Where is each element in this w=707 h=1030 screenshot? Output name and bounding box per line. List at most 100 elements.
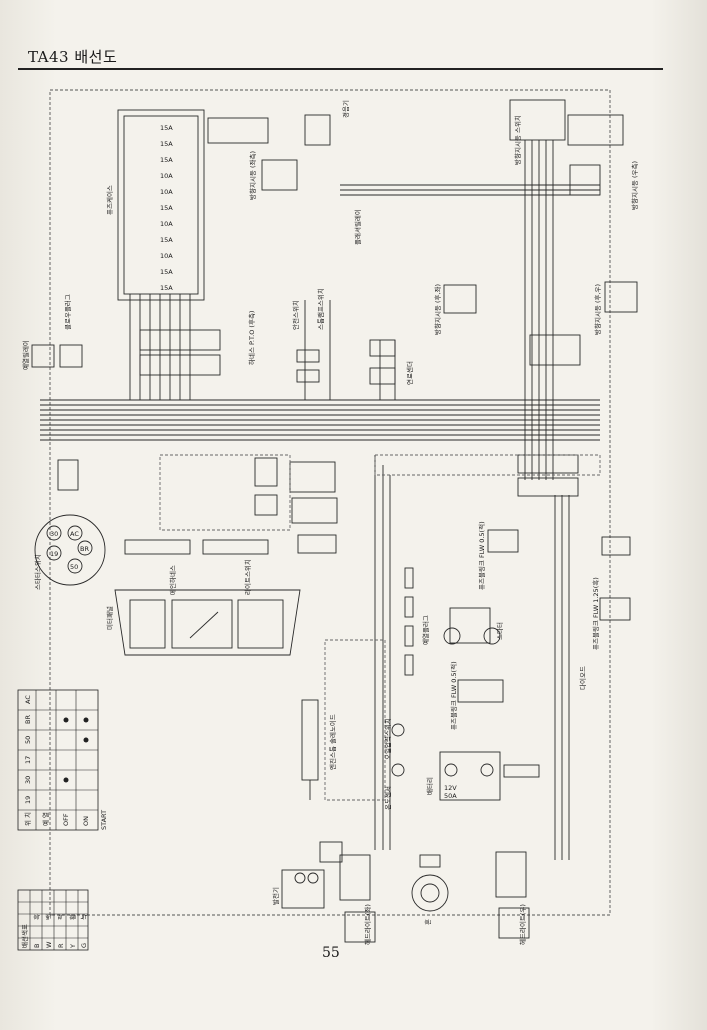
safety-switch-label: 안전스위치 (291, 300, 300, 330)
battery-capacity: 50A (444, 792, 457, 800)
rear-lamp-left-label: 방향지시등 (후,좌) (433, 284, 442, 335)
lower-right-harness (374, 455, 570, 860)
fuse-value: 15A (160, 268, 173, 276)
svg-text:배선색표: 배선색표 (20, 924, 29, 948)
page-title: TA43 배선도 (28, 48, 118, 66)
svg-text:G: G (80, 943, 88, 948)
horn-bottom-label: 혼 (423, 919, 432, 925)
flasher-relay-box (59, 344, 83, 368)
pto-switch-connector (369, 339, 396, 357)
svg-text:30: 30 (24, 776, 32, 784)
svg-text:AC: AC (70, 530, 79, 538)
battery-voltage: 12V (444, 784, 457, 792)
right-harness (524, 140, 554, 480)
bottom-connector-b (503, 764, 540, 778)
fuse-box-wires (129, 294, 191, 400)
brake-switch-label: 스톱램프스위치 (316, 288, 325, 330)
temp-sensor-label: 온도센서 (383, 786, 392, 810)
svg-text:흑: 흑 (32, 914, 41, 920)
front-lamp-left-body (207, 117, 269, 144)
headlight-right-lamp (498, 907, 530, 939)
diagram-frame (49, 89, 611, 916)
meter-gauge-left (129, 599, 166, 649)
headlight-right-connector (495, 851, 527, 898)
combi-switch-label: 방향지시등 스위치 (513, 115, 522, 165)
headlight-left-lamp (344, 911, 376, 943)
svg-text:19: 19 (50, 550, 58, 558)
starter-switch-terminals: 30 19 AC BR 50 (50, 530, 89, 571)
svg-text:B: B (33, 944, 41, 948)
glow-plugs (404, 567, 414, 676)
fuse-value: 10A (160, 252, 173, 260)
starter-switch-connector (57, 459, 79, 491)
glow-relay-box (31, 344, 55, 368)
center-connector-a (254, 457, 278, 487)
svg-text:BR: BR (80, 545, 89, 553)
meter-panel-outline (114, 589, 301, 656)
meter-gauge-right (237, 599, 284, 649)
fuse-connector-b (139, 354, 221, 376)
glow-relay-label: 클로우플러그 (63, 294, 72, 330)
engine-stop-label: 엔진스톱 솔레노이드 (328, 714, 337, 770)
center-connector-c (291, 497, 338, 524)
svg-text:R: R (57, 943, 65, 948)
rear-lamp-left (443, 284, 477, 314)
fuse-value: 15A (160, 204, 173, 212)
main-harness-bundle (40, 399, 600, 441)
fuse-value: 15A (160, 124, 173, 132)
starter-switch-label: 스타터스위치 (33, 554, 42, 590)
horn-body (411, 874, 449, 912)
headlight-left-connector (339, 854, 371, 901)
headlight-right-label: 헤드라이트(우) (518, 904, 527, 945)
right-connector-pair-a (529, 334, 581, 366)
svg-text:50: 50 (70, 563, 78, 571)
horn-label: 경음기 (341, 100, 350, 118)
svg-text:30: 30 (50, 530, 58, 538)
fuse-link-a (487, 529, 519, 553)
meter-gauge-center (171, 599, 233, 649)
fuse-value: 10A (160, 172, 173, 180)
meter-connector-b (202, 539, 269, 555)
oil-pressure-sensor (391, 723, 405, 737)
svg-text:17: 17 (24, 756, 32, 764)
starter-switch-body (34, 514, 106, 586)
svg-text:ON: ON (82, 816, 90, 826)
svg-text:50: 50 (24, 736, 32, 744)
meter-panel-label: 미터패널 (105, 606, 114, 630)
flasher-relay-label: 플래셔릴레이 (353, 209, 362, 245)
svg-text:녹: 녹 (80, 914, 88, 920)
fuse-value: 15A (160, 156, 173, 164)
temperature-sensor (391, 763, 405, 777)
glow-relay-side-label: 예열릴레이 (21, 340, 30, 370)
svg-text:Y: Y (69, 944, 77, 949)
pto-switch-label: 하네스 P.T.O (후측) (247, 311, 256, 365)
horn-relay (304, 114, 331, 146)
starter-motor (449, 607, 491, 644)
alternator-connector (297, 534, 337, 554)
battery-label: 배터리 (425, 777, 434, 795)
fuse-value: 15A (160, 140, 173, 148)
main-harness-label: 메인하네스 (168, 565, 177, 595)
bottom-connector-a (319, 841, 343, 863)
fuse-values: 15A 15A 15A 10A 10A 15A 10A 15A 10A 15A … (160, 124, 173, 292)
fuse-value: 15A (160, 236, 173, 244)
battery-body (439, 751, 501, 801)
safety-switch-connector (296, 349, 320, 363)
wire-color-table: 배선색표 B 흑 W 백 R 적 Y 황 G 녹 (17, 889, 89, 951)
fuse-box-label: 퓨즈케이스 (105, 185, 114, 215)
rear-lamp-right (604, 281, 638, 313)
front-lamp-left-connector (261, 159, 298, 191)
front-lamp-right-body (567, 114, 624, 146)
svg-text:BR: BR (24, 715, 32, 724)
fuse-value: 10A (160, 188, 173, 196)
fuse-box (117, 109, 205, 301)
switch-position-table: 위 치 예 열 OFF ON 19 30 17 50 BR AC START (17, 689, 108, 831)
center-connector-d (254, 494, 278, 516)
light-switch-label: 라이트스위치 (243, 559, 252, 595)
front-lamp-left-label: 방향지시등 (좌측) (248, 151, 257, 200)
svg-text:W: W (45, 941, 53, 948)
fuse-link-b (599, 597, 631, 621)
front-lamp-right-connector (569, 164, 601, 196)
